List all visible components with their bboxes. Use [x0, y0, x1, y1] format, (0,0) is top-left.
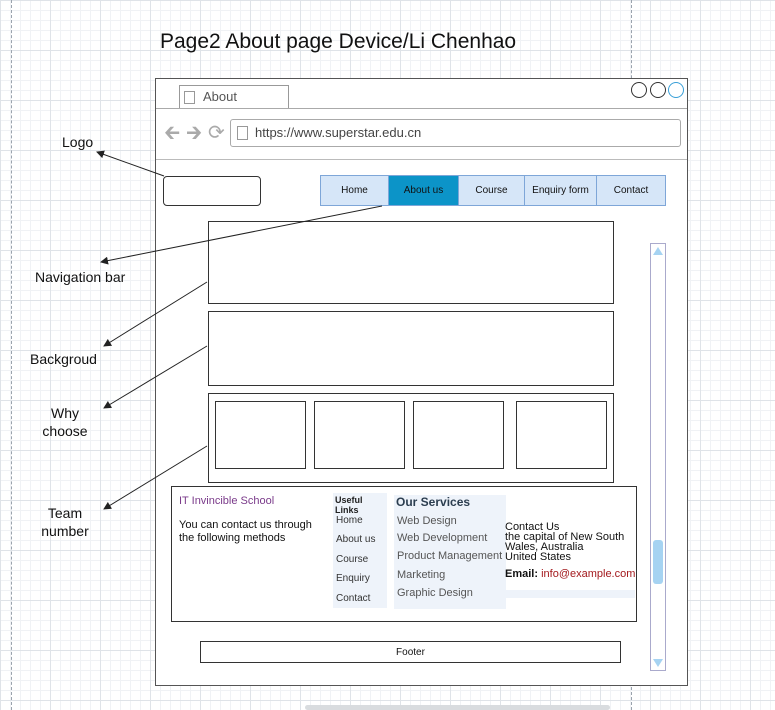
- team-card: [314, 401, 405, 469]
- back-arrow-icon[interactable]: 🡰: [164, 122, 181, 144]
- arrow-background: [103, 281, 208, 347]
- nav-item-course[interactable]: Course: [459, 176, 525, 205]
- annotation-navigation-bar: Navigation bar: [35, 269, 126, 285]
- footer-content: IT Invincible School You can contact us …: [171, 486, 637, 622]
- service-item[interactable]: Web Design: [397, 515, 457, 527]
- browser-tab[interactable]: About: [179, 85, 289, 109]
- page-scrollbar[interactable]: [650, 243, 666, 671]
- arrow-navigation: [100, 205, 383, 265]
- nav-item-enquiry-form[interactable]: Enquiry form: [525, 176, 597, 205]
- team-card: [413, 401, 504, 469]
- services-title: Our Services: [396, 495, 471, 509]
- contact-country: United States: [505, 551, 572, 563]
- footer-link-contact[interactable]: Contact: [336, 593, 371, 604]
- contact-address: the capital of New South Wales, Australi…: [505, 531, 625, 553]
- annotation-why-choose: Why choose: [42, 405, 88, 439]
- school-name: IT Invincible School: [179, 495, 275, 507]
- useful-links: Useful Links Home About us Course Enquir…: [333, 493, 387, 608]
- contact-block: Contact Us the capital of New South Wale…: [505, 521, 637, 563]
- nav-item-contact[interactable]: Contact: [613, 185, 649, 196]
- contact-title: Contact Us: [505, 521, 560, 533]
- canvas-scrollbar[interactable]: [305, 705, 610, 710]
- guide-line-left: [11, 0, 12, 710]
- email-label: Email:: [505, 568, 539, 580]
- background-section: [208, 311, 614, 386]
- annotation-background: Backgroud: [30, 351, 97, 367]
- browser-window: About 🡰 🡲 ⟳ https://www.superstar.edu.cn…: [155, 78, 688, 686]
- service-item[interactable]: Product Management: [397, 550, 503, 562]
- email-row: Email: info@example.com: [505, 568, 635, 580]
- arrow-logo: [96, 150, 165, 177]
- maximize-button[interactable]: [650, 82, 666, 98]
- contact-intro: You can contact us through the following…: [179, 519, 312, 544]
- footer-link-home[interactable]: Home: [336, 515, 363, 526]
- scroll-down-icon[interactable]: [653, 659, 663, 667]
- footer-link-about[interactable]: About us: [336, 534, 376, 545]
- arrow-why-choose: [103, 345, 208, 409]
- footer-link-course[interactable]: Course: [336, 554, 369, 565]
- team-card: [516, 401, 607, 469]
- url-text: https://www.superstar.edu.cn: [255, 125, 422, 140]
- logo-placeholder[interactable]: [163, 176, 261, 206]
- nav-item-about-us[interactable]: About us: [389, 176, 459, 205]
- reload-icon[interactable]: ⟳: [208, 122, 225, 144]
- scroll-up-icon[interactable]: [653, 247, 663, 255]
- footer-link-enquiry[interactable]: Enquiry: [336, 573, 370, 584]
- page-icon: [237, 126, 248, 140]
- close-button[interactable]: [668, 82, 684, 98]
- service-item[interactable]: Web Development: [397, 532, 488, 544]
- page-icon: [184, 91, 195, 104]
- team-card: [215, 401, 306, 469]
- service-item[interactable]: Graphic Design: [397, 587, 473, 599]
- footer-bar: Footer: [200, 641, 621, 663]
- arrow-team-number: [103, 445, 208, 510]
- scroll-thumb[interactable]: [653, 540, 663, 584]
- toolbar-divider: [156, 159, 687, 160]
- email-link[interactable]: info@example.com: [541, 568, 636, 580]
- why-choose-section: [208, 393, 614, 483]
- minimize-button[interactable]: [631, 82, 647, 98]
- nav-item-home[interactable]: Home: [321, 176, 389, 205]
- tab-label: About: [203, 89, 237, 104]
- annotation-team-number: Team number: [41, 505, 89, 539]
- annotation-logo: Logo: [62, 134, 94, 150]
- useful-links-title: Useful Links: [335, 495, 363, 515]
- service-item[interactable]: Marketing: [397, 569, 446, 581]
- page-title: Page2 About page Device/Li Chenhao: [160, 30, 517, 53]
- services-list: Our Services Web Design Web Development …: [394, 495, 506, 609]
- contact-divider: [505, 590, 635, 598]
- forward-arrow-icon[interactable]: 🡲: [186, 122, 203, 144]
- address-bar[interactable]: https://www.superstar.edu.cn: [230, 119, 681, 147]
- hero-section: [208, 221, 614, 304]
- tab-divider: [156, 108, 687, 109]
